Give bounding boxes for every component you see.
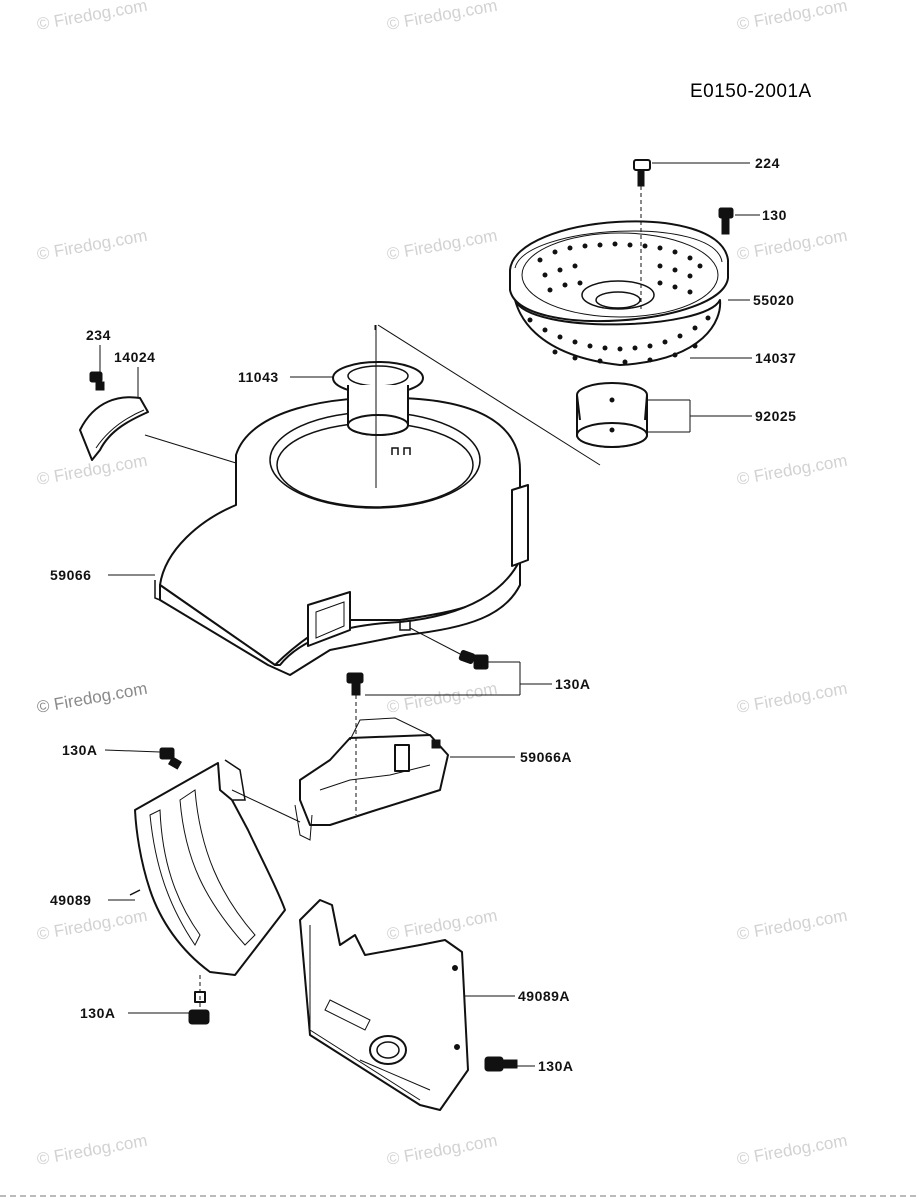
watermark: © Firedog.com [35,226,148,264]
watermark: © Firedog.com [385,906,498,944]
watermark: © Firedog.com [735,451,848,489]
watermark: © Firedog.com [735,226,848,264]
cup-11043-drawing [332,325,424,488]
callout-224: 224 [755,155,780,171]
callout-92025: 92025 [755,408,796,424]
callout-11043: 11043 [238,369,279,385]
callout-130A: 130A [538,1058,573,1074]
callout-55020: 55020 [753,292,794,308]
watermark: © Firedog.com [35,0,148,34]
watermark: © Firedog.com [35,1131,148,1169]
watermark: © Firedog.com [735,0,848,34]
screen-perforations [527,241,711,365]
callout-130A: 130A [80,1005,115,1021]
watermark: © Firedog.com [385,226,498,264]
callout-14037: 14037 [755,350,796,366]
watermark: © Firedog.com [35,906,148,944]
watermark: © Firedog.com [385,679,498,717]
fan-housing-drawing [154,396,529,676]
callout-49089A: 49089A [518,988,570,1004]
watermark: © Firedog.com [735,906,848,944]
callout-59066: 59066 [50,567,91,583]
leader-lines [99,162,760,1067]
watermark: © Firedog.com [735,1131,848,1169]
plate-49089-drawing [129,747,286,1025]
callout-labels: 224 130 55020 14037 92025 234 14024 1104… [50,155,796,1074]
callout-59066A: 59066A [520,749,572,765]
watermark: © Firedog.com [385,1131,498,1169]
screen-assembly-drawing [509,159,734,448]
cover-49089A-drawing [299,899,518,1111]
watermark: © Firedog.com [385,0,498,34]
callout-49089: 49089 [50,892,91,908]
callout-130: 130 [762,207,787,223]
sheet-id: E0150-2001A [690,81,812,102]
callout-130A: 130A [555,676,590,692]
bolt-130A-drawing [458,649,489,670]
watermark: © Firedog.com [35,679,148,717]
watermark: © Firedog.com [735,679,848,717]
bracket-59066A-drawing [294,672,449,841]
guide-14024-drawing [79,371,149,461]
callout-14024: 14024 [114,349,155,365]
callout-234: 234 [86,327,111,343]
callout-130A: 130A [62,742,97,758]
